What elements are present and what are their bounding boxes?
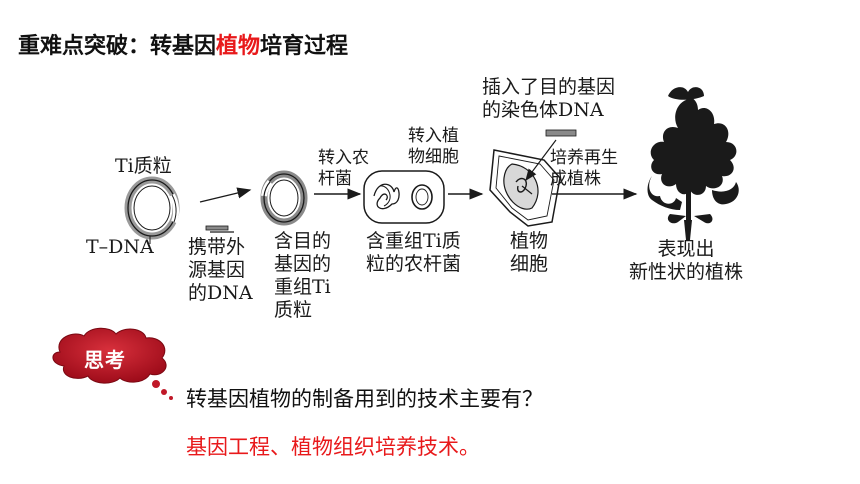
- inserted-dna-pointer: [525, 139, 557, 181]
- think-label: 思考: [84, 348, 126, 372]
- recombinant-plasmid-ring: [260, 170, 308, 226]
- result-plant-label: 表现出新性状的植株: [628, 238, 743, 283]
- title-suffix: 培育过程: [260, 34, 349, 59]
- agrobacterium-label: 含重组Ti质粒的农杆菌: [366, 230, 462, 275]
- plant-cell: [489, 149, 561, 227]
- title-highlight: 植物: [216, 34, 261, 59]
- inserted-dna-marker: [545, 129, 577, 137]
- page-title: 重难点突破：转基因植物培育过程: [18, 28, 348, 60]
- title-prefix: 重难点突破：转基因: [18, 34, 217, 59]
- step-transfer-plant-cell: 转入植物细胞: [408, 126, 459, 167]
- agrobacterium-cell: [363, 170, 445, 224]
- inserted-dna-label: 插入了目的基因的染色体DNA: [482, 76, 616, 121]
- think-cloud: [52, 327, 173, 400]
- think-answer: 基因工程、植物组织培养技术。: [186, 435, 480, 459]
- t-dna-label: T–DNA: [86, 236, 154, 258]
- arrow-ligation: [199, 187, 252, 203]
- think-question: 转基因植物的制备用到的技术主要有？: [186, 387, 543, 411]
- transgenic-plant: [647, 87, 739, 240]
- plant-cell-label: 植物细胞: [510, 230, 549, 275]
- step-transfer-agrobacterium: 转入农杆菌: [318, 148, 369, 189]
- step-culture-regeneration: 培养再生成植株: [550, 148, 618, 189]
- ti-plasmid-ring: [124, 176, 180, 240]
- foreign-dna-fragment: [205, 225, 234, 233]
- foreign-dna-label: 携带外源基因的DNA: [188, 236, 253, 304]
- ti-plasmid-label: Ti质粒: [115, 155, 172, 177]
